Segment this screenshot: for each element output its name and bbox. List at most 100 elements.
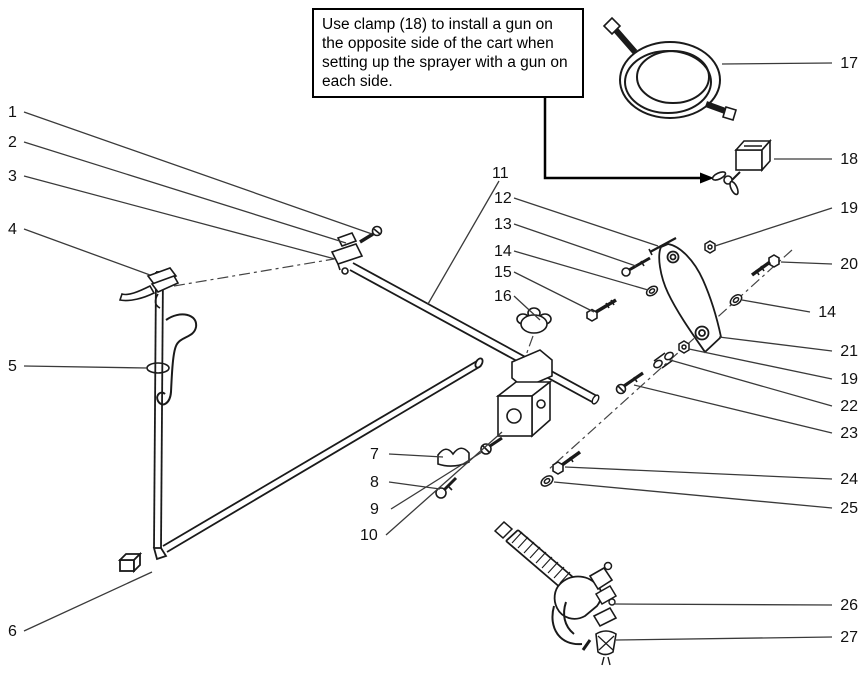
callout-21: 21 <box>840 343 858 360</box>
callout-5: 5 <box>8 358 17 375</box>
callout-27: 27 <box>840 629 858 646</box>
clamp-bolt-1 <box>359 225 383 244</box>
washer-14b <box>729 293 743 307</box>
wing-knob-16 <box>516 307 552 334</box>
leader-2 <box>23 141 347 244</box>
leader-20 <box>780 261 833 265</box>
leader-25 <box>553 481 833 509</box>
leader-8 <box>388 481 441 490</box>
hex-bolt-15 <box>586 298 617 322</box>
gun-body <box>553 575 603 620</box>
callout-17: 17 <box>840 55 858 72</box>
gun-head <box>588 566 614 591</box>
leader-26 <box>613 603 833 606</box>
cart-frame-6 <box>117 271 484 574</box>
note-arrow <box>543 98 714 184</box>
leader-19b <box>688 348 833 380</box>
spacer-22 <box>653 351 674 369</box>
saddle-bolt-8 <box>435 476 458 499</box>
leader-12 <box>513 197 659 247</box>
nozzle-guard-27 <box>581 606 618 666</box>
clamp-lower-3 <box>330 243 364 265</box>
gun-trigger <box>563 601 575 635</box>
callout-14b: 14 <box>818 304 836 321</box>
callout-14: 14 <box>494 243 512 260</box>
callout-1: 1 <box>8 104 17 121</box>
leader-27 <box>615 636 833 641</box>
leader-23 <box>633 384 833 434</box>
block-upper-clamp <box>511 349 553 389</box>
washer-14a <box>645 285 659 297</box>
mount-block-10 <box>495 349 553 438</box>
leader-1 <box>23 111 373 235</box>
pivot-bolt-13 <box>621 256 651 277</box>
callout-13: 13 <box>494 216 512 233</box>
callout-25: 25 <box>840 500 858 517</box>
tube-clamp-assembly <box>330 225 383 275</box>
hose-17 <box>602 16 737 121</box>
gun-head-knob <box>603 561 613 571</box>
block-screw-9 <box>480 436 503 455</box>
callout-19b: 19 <box>840 371 858 388</box>
clamp-under-bolt <box>341 267 349 275</box>
mount-tube-11 <box>349 262 600 405</box>
callout-20: 20 <box>840 256 858 273</box>
gun-bolt-24 <box>552 450 582 475</box>
leader-21 <box>718 336 833 352</box>
callout-16: 16 <box>494 288 512 305</box>
leader-11 <box>427 180 500 305</box>
callout-12: 12 <box>494 190 512 207</box>
leader-16 <box>513 295 541 321</box>
clamp-upper-2 <box>336 232 358 247</box>
callout-8: 8 <box>370 474 379 491</box>
pin-ring <box>146 362 170 374</box>
note-arrowhead <box>700 172 714 184</box>
gun-clamp-18 <box>711 138 772 196</box>
axis-frame-clamp <box>173 258 335 287</box>
instruction-note-text: Use clamp (18) to install a gun on the o… <box>322 16 568 90</box>
bracket-21 <box>658 243 722 354</box>
callout-15: 15 <box>494 264 512 281</box>
pivot-pin-12 <box>648 237 677 256</box>
callout-4: 4 <box>8 221 17 238</box>
saddle-clamp-7 <box>437 447 470 467</box>
callout-26: 26 <box>840 597 858 614</box>
callout-18: 18 <box>840 151 858 168</box>
leader-lines <box>23 62 833 641</box>
gun-washer-25 <box>540 475 554 487</box>
leader-19a <box>714 207 833 247</box>
leader-22 <box>669 359 833 407</box>
leader-14 <box>513 250 649 291</box>
hex-nut-19b <box>678 340 690 354</box>
block-hole <box>506 408 522 424</box>
leader-7 <box>388 453 444 458</box>
leader-10 <box>385 431 503 536</box>
leader-4 <box>23 228 151 276</box>
leader-15 <box>513 271 595 313</box>
callout-22: 22 <box>840 398 858 415</box>
hose-fitting-left <box>602 16 622 36</box>
spray-gun-26 <box>493 520 618 646</box>
hex-bolt-20 <box>750 254 780 277</box>
hose-fitting-right <box>722 106 737 121</box>
leader-5 <box>23 365 148 369</box>
latch-4 <box>118 267 180 309</box>
callout-7: 7 <box>370 446 379 463</box>
callout-6: 6 <box>8 623 17 640</box>
leader-24 <box>564 466 833 480</box>
leader-3 <box>23 175 336 260</box>
leader-17 <box>721 62 833 65</box>
gun-valve <box>594 584 618 606</box>
frame-foot <box>117 551 143 574</box>
tube-end-cap <box>591 394 600 405</box>
callout-11: 11 <box>492 165 509 182</box>
rail-end-cap <box>474 357 484 369</box>
callout-2: 2 <box>8 134 17 151</box>
leader-9 <box>390 451 483 510</box>
gun-hose-hatching <box>511 531 571 584</box>
hex-nut-19a <box>704 240 716 254</box>
callout-23: 23 <box>840 425 858 442</box>
callout-9: 9 <box>370 501 379 518</box>
